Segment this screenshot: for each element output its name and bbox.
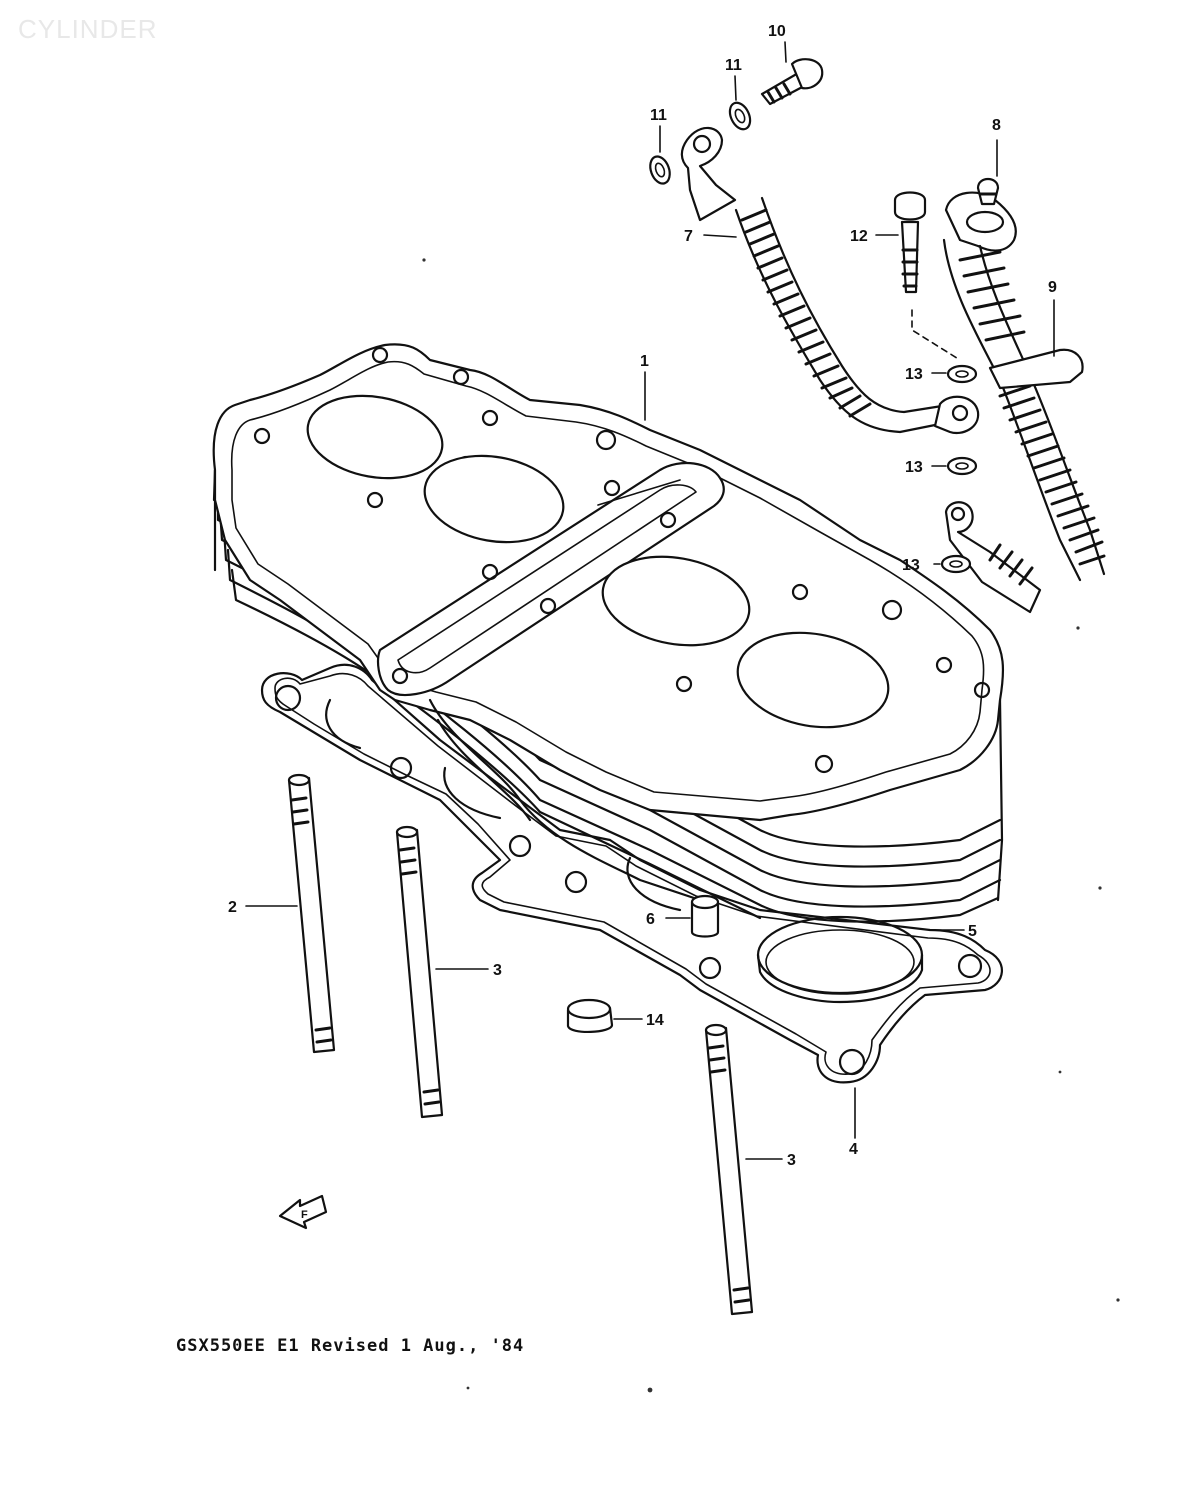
gasket-washer-11b: [649, 155, 671, 185]
callout-7: 7: [684, 228, 693, 245]
callout-2: 2: [228, 899, 237, 916]
gasket-washer-13c: [940, 554, 972, 574]
callout-4: 4: [849, 1141, 858, 1158]
gasket-washer-13a: [946, 364, 978, 384]
callout-3b: 3: [787, 1152, 796, 1169]
callout-8: 8: [992, 117, 1001, 134]
callout-10: 10: [768, 23, 786, 40]
dowel-pin: [690, 894, 720, 938]
cylinder-bore-4: [736, 631, 890, 729]
rubber-cap: [566, 998, 614, 1033]
oil-hose-lower-fitting: [944, 501, 1042, 614]
gasket-washer-11a: [728, 101, 752, 131]
callout-13a: 13: [905, 366, 923, 383]
oil-hose-9: [942, 191, 1106, 582]
oil-hose-7: [680, 126, 980, 435]
union-bolt-10: [760, 58, 824, 106]
callout-1: 1: [640, 353, 649, 370]
cylinder-bore-1: [306, 394, 444, 480]
callout-9: 9: [1048, 279, 1057, 296]
callout-6: 6: [646, 911, 655, 928]
stud-bolt-3b: [704, 1023, 754, 1316]
cylinder-bore-2: [423, 454, 565, 544]
callout-5: 5: [968, 923, 977, 940]
callout-11a: 11: [725, 57, 742, 74]
callout-3a: 3: [493, 962, 502, 979]
stud-bolt-2: [287, 773, 336, 1054]
callout-12: 12: [850, 228, 868, 245]
o-ring: [756, 915, 924, 1004]
callout-13c: 13: [902, 557, 920, 574]
revision-caption: GSX550EE E1 Revised 1 Aug., '84: [176, 1336, 525, 1356]
cylinder-block: [212, 343, 1005, 923]
cylinder-bore-3: [601, 555, 751, 647]
front-arrow-label: F: [301, 1209, 308, 1221]
bolt-12: [893, 191, 961, 361]
scan-specks: [422, 258, 1120, 1393]
leader-lines: [245, 41, 1055, 1160]
front-arrow-icon: F: [278, 1194, 328, 1230]
stud-bolt-3a: [395, 825, 444, 1119]
diagram-title-watermark: CYLINDER: [18, 14, 158, 44]
gasket-washer-13b: [946, 456, 978, 476]
callout-13b: 13: [905, 459, 923, 476]
callout-14: 14: [646, 1012, 664, 1029]
union-bolt-8: [976, 177, 1000, 206]
callout-11b: 11: [650, 107, 667, 124]
callout-labels: 1 2 3 3 4 5 6 7 8 9 10 11 11 12 13 13 13…: [228, 23, 1057, 1169]
cylinder-base-gasket: [260, 663, 1003, 1084]
